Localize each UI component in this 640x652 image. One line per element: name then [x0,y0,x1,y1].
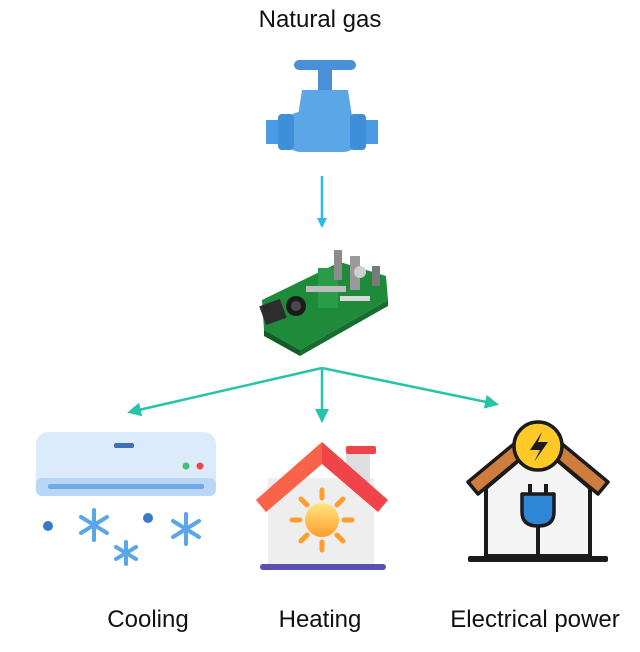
arrow-to-cooling [127,366,323,417]
air-conditioner-icon [36,432,216,566]
cooling-label: Cooling [107,606,189,633]
electrical-power-label: Electrical power [450,606,620,633]
natural-gas-label: Natural gas [258,6,382,33]
heated-house-icon [256,442,388,570]
gas-valve-icon [266,60,378,152]
chp-engine-icon [259,250,388,356]
branch-arrows [127,366,499,423]
electric-house-icon [466,420,610,562]
arrow-to-electrical [321,366,499,409]
heating-label: Heating [278,606,362,633]
